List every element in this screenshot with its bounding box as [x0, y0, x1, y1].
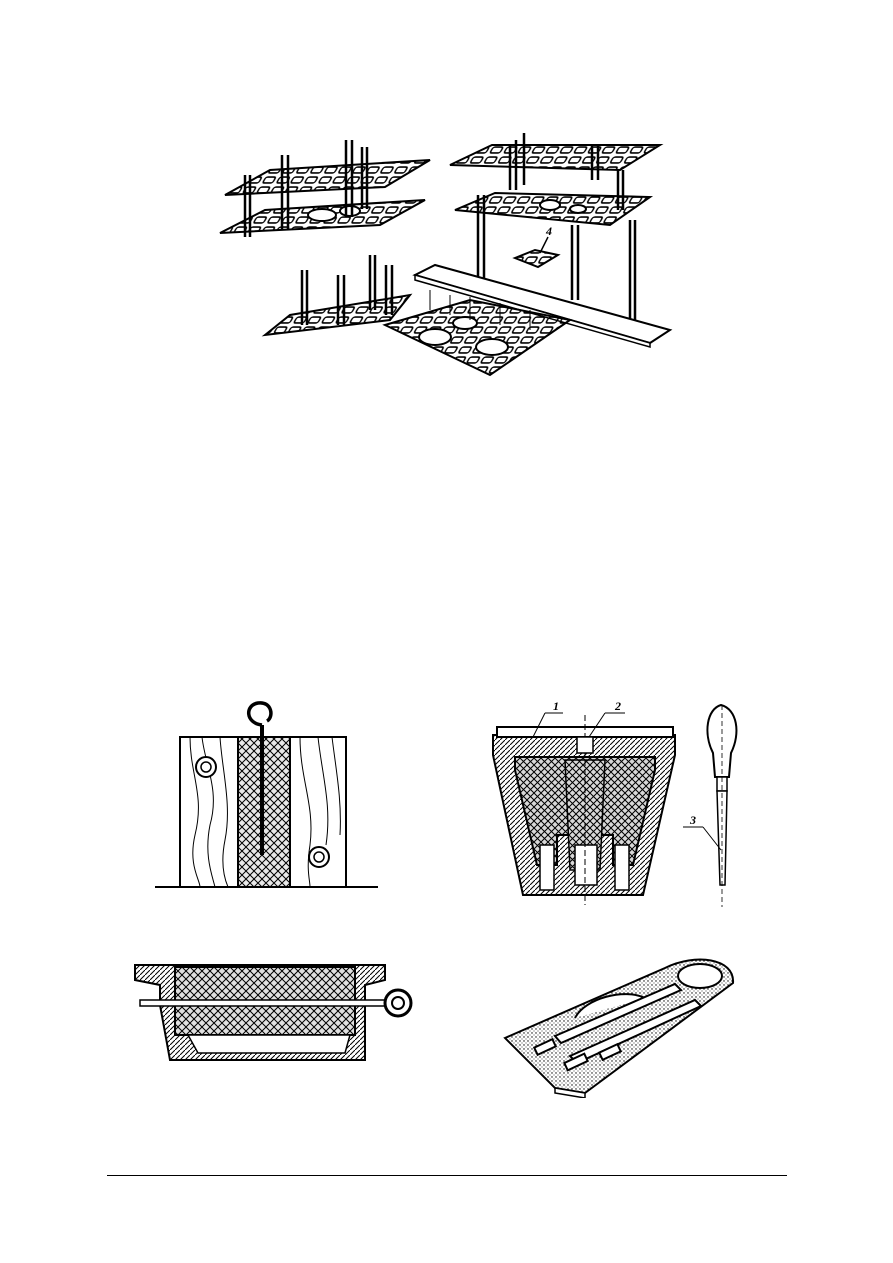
callout-3: 3	[689, 813, 696, 827]
callout-1: 1	[553, 699, 559, 713]
wooden-mold-illustration	[155, 701, 378, 888]
wire-rack-illustration: 4	[219, 133, 673, 377]
figure-core-box-section: 1 2 3	[485, 695, 755, 910]
figure-wooden-mold	[150, 695, 380, 895]
figure-split-core-box	[495, 948, 750, 1098]
figure-horizontal-mold	[130, 955, 420, 1065]
callout-4: 4	[545, 224, 552, 238]
callout-2: 2	[614, 699, 621, 713]
footer-rule	[107, 1175, 787, 1176]
split-core-box-illustration	[503, 958, 735, 1098]
figure-wire-rack-frames: 4	[210, 125, 690, 385]
horizontal-mold-illustration	[134, 964, 413, 1061]
core-box-illustration: 1 2 3	[492, 699, 738, 907]
